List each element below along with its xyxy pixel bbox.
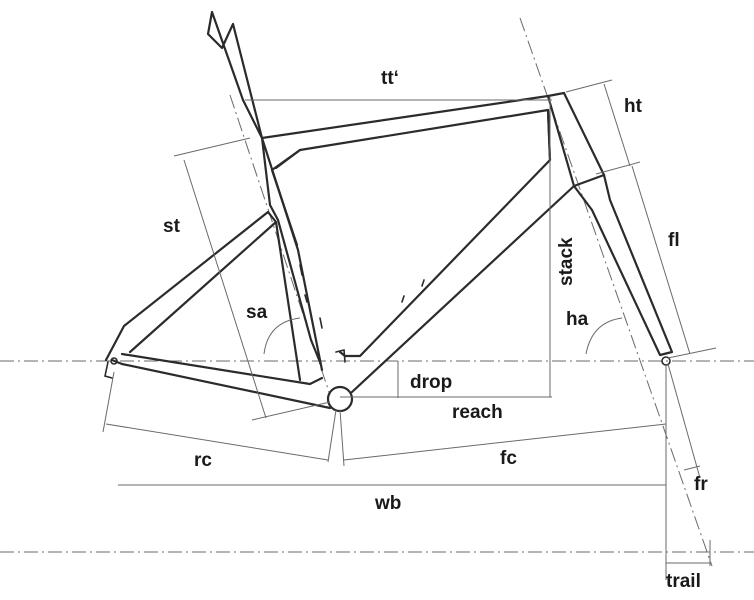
ht-extension-1 bbox=[565, 79, 613, 93]
seat-tube bbox=[241, 98, 324, 372]
main-triangle-inner bbox=[274, 108, 552, 358]
rear-wheel-vertical bbox=[102, 371, 115, 433]
rc-dimension-line bbox=[105, 423, 329, 461]
bb-vertical bbox=[327, 409, 337, 463]
bike-frame bbox=[104, 10, 674, 413]
label-trail: trail bbox=[666, 571, 701, 592]
fr-dimension-line bbox=[683, 465, 701, 471]
dimension-labels: tt‘ ht st fl stack sa ha drop reach rc f… bbox=[163, 68, 708, 592]
fl-dimension-line bbox=[631, 165, 691, 355]
label-stack: stack bbox=[556, 237, 577, 286]
label-fr: fr bbox=[694, 474, 708, 495]
fl-extension bbox=[667, 347, 717, 359]
rear-dropout bbox=[110, 357, 118, 365]
ha-angle-arc bbox=[585, 317, 623, 355]
bb-vertical-2 bbox=[339, 409, 345, 467]
sa-angle-arc bbox=[263, 317, 301, 355]
seatstay bbox=[104, 210, 302, 382]
ht-extension-2 bbox=[595, 161, 641, 175]
head-tube bbox=[546, 91, 606, 188]
label-rc: rc bbox=[194, 450, 212, 471]
label-ht: ht bbox=[624, 96, 643, 117]
label-fc: fc bbox=[500, 448, 517, 469]
fork bbox=[572, 173, 674, 357]
label-st: st bbox=[163, 216, 181, 237]
label-drop: drop bbox=[410, 372, 452, 393]
bottom-bracket bbox=[326, 385, 354, 413]
st-extension-top bbox=[173, 137, 251, 157]
rear-dropout-hook bbox=[104, 361, 113, 379]
label-wb: wb bbox=[374, 493, 401, 514]
fr-extension bbox=[667, 363, 701, 479]
front-dropout bbox=[661, 356, 671, 366]
label-tt: tt‘ bbox=[381, 68, 399, 89]
frame-details bbox=[299, 264, 425, 363]
dimension-lines bbox=[102, 79, 717, 580]
label-reach: reach bbox=[452, 402, 503, 423]
ht-dimension-line bbox=[603, 83, 631, 167]
label-ha: ha bbox=[566, 309, 589, 330]
seatpost bbox=[206, 10, 264, 140]
fc-dimension-line bbox=[343, 423, 667, 461]
label-sa: sa bbox=[246, 302, 268, 323]
st-extension-bottom bbox=[251, 401, 331, 421]
st-dimension-line bbox=[183, 159, 267, 419]
seat-tube-axis-line bbox=[229, 94, 331, 396]
label-fl: fl bbox=[668, 230, 680, 251]
chainstay bbox=[110, 352, 332, 410]
